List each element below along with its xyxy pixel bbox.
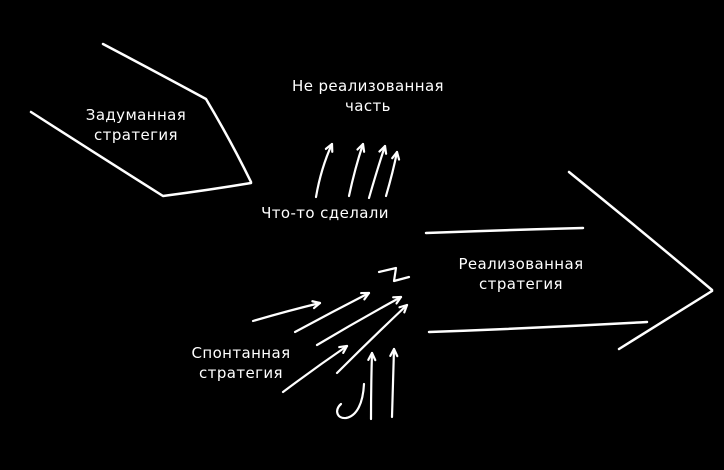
unrealized-up-arrow-4-icon	[384, 150, 401, 198]
emergent-up-arrow-6-icon	[367, 351, 377, 421]
emergent-up-arrow-7-icon	[389, 347, 399, 419]
intended-strategy-arrow-lower-edge-icon	[29, 110, 253, 198]
emergent-arrow-1-icon	[251, 300, 322, 323]
diagram-strokes	[29, 42, 714, 421]
realized-strategy-arrow-bottom-edge-icon	[427, 320, 649, 334]
realized-strategy-label-line1: Реализованная	[458, 255, 584, 273]
realized-strategy-arrow-top-edge-icon	[424, 226, 585, 235]
unrealized-up-arrow-3-icon	[367, 144, 388, 200]
unrealized-up-arrow-2-icon	[347, 142, 366, 198]
junction-zigzag-icon	[377, 266, 411, 283]
unrealized-part-label-line2: часть	[345, 97, 391, 115]
intended-strategy-arrow-upper-edge-icon	[101, 42, 253, 184]
emergent-strategy-label: Спонтанная стратегия	[161, 343, 321, 383]
did-something-label: Что-то сделали	[261, 204, 389, 222]
intended-strategy-label-line2: стратегия	[94, 126, 178, 144]
emergent-arrow-2-icon	[293, 291, 371, 334]
realized-strategy-arrowhead-lower-icon	[617, 289, 714, 351]
intended-strategy-label: Задуманная стратегия	[58, 105, 214, 145]
emergent-arrow-4-icon	[335, 303, 409, 375]
emergent-strategy-label-line1: Спонтанная	[191, 344, 291, 362]
emergent-arrow-5-icon	[281, 344, 349, 394]
realized-strategy-arrowhead-upper-icon	[567, 170, 714, 292]
intended-strategy-label-line1: Задуманная	[85, 106, 187, 124]
unrealized-up-arrow-1-icon	[314, 142, 334, 199]
unrealized-part-label: Не реализованная часть	[283, 76, 453, 116]
unrealized-part-label-line1: Не реализованная	[292, 77, 444, 95]
realized-strategy-label: Реализованная стратегия	[431, 254, 611, 294]
emergent-arrow-3-icon	[315, 295, 403, 347]
emergent-tail-curl-icon	[336, 382, 366, 420]
realized-strategy-label-line2: стратегия	[479, 275, 563, 293]
emergent-strategy-label-line2: стратегия	[199, 364, 283, 382]
